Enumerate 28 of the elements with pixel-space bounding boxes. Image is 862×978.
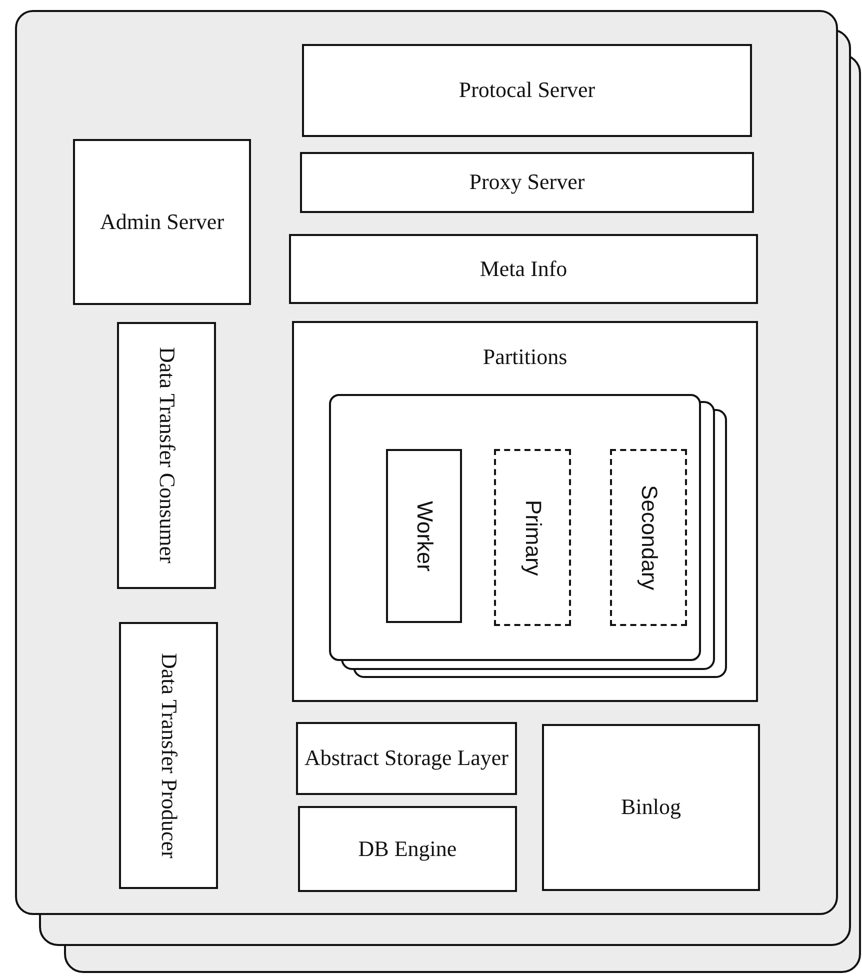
node-label: Secondary [636, 484, 663, 590]
node-label: Abstract Storage Layer [303, 744, 510, 772]
node-label: Primary [520, 500, 547, 576]
component-box [386, 449, 462, 623]
component-box [298, 806, 517, 892]
component-box [73, 139, 251, 305]
component-box [300, 152, 754, 213]
group-box [292, 321, 758, 702]
component-box [119, 622, 218, 889]
component-box [296, 722, 517, 795]
card [15, 10, 838, 915]
node-label: Proxy Server [468, 168, 586, 196]
card [329, 394, 701, 661]
node-label: Binlog [620, 793, 682, 822]
node-label: Data Transfer Consumer [154, 347, 181, 564]
node-label: Partitions [482, 343, 568, 371]
component-box [302, 44, 752, 137]
component-box [494, 449, 571, 626]
component-box [289, 234, 758, 304]
node-label: Worker [411, 500, 438, 572]
component-box [117, 322, 216, 589]
node-label: Protocal Server [458, 76, 596, 104]
node-label: DB Engine [357, 834, 458, 863]
component-box [542, 724, 760, 891]
component-box [610, 449, 687, 626]
node-label: Meta Info [478, 254, 568, 283]
node-label: Data Transfer Producer [156, 652, 183, 858]
node-label: Admin Server [98, 208, 226, 236]
